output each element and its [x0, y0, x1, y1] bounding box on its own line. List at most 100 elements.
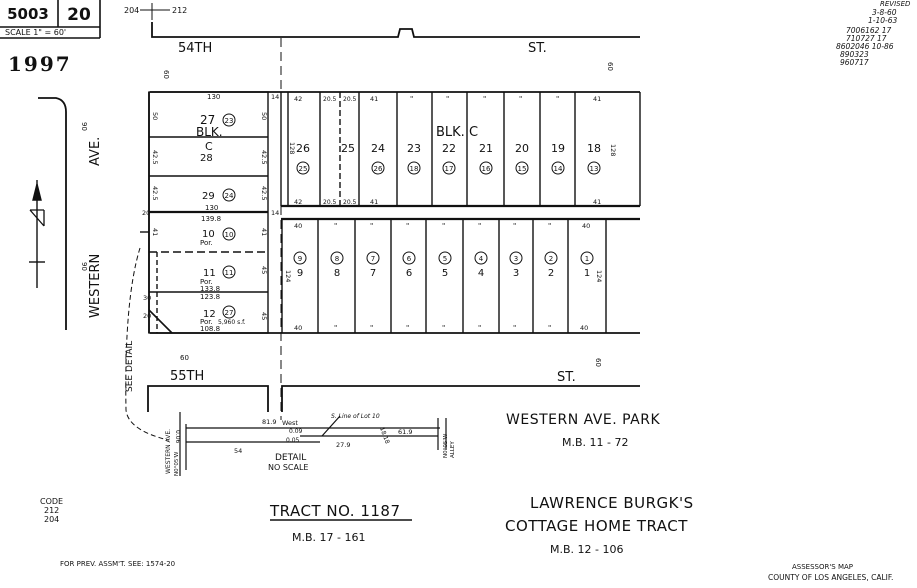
lot-26: 26 [296, 142, 310, 155]
dim-bottom: 41 [370, 198, 378, 206]
year-stamp: 1997 [8, 52, 72, 76]
dim-bottom: 42 [294, 198, 302, 206]
dim-top-ditto: " [406, 222, 409, 230]
north-lot-numbers: 26 25 24 23 22 21 20 19 18 [296, 142, 601, 155]
parcel-9: 9 [298, 255, 302, 263]
lot-5: 5 [442, 268, 448, 279]
western-ave-park-title: WESTERN AVE. PARK [506, 412, 660, 428]
code-label: CODE [40, 497, 63, 506]
lot-3: 3 [513, 268, 519, 279]
detail-dim: 0.09 [289, 428, 303, 435]
dim-top: 41 [370, 95, 378, 103]
south-lot-numbers: 9 8 7 6 5 4 3 2 1 [297, 268, 590, 279]
revision-entry: 960717 [840, 58, 869, 67]
street-width-54th-west: 60 [162, 70, 170, 79]
lot-24: 24 [371, 142, 385, 155]
blk-left-label: BLK. [196, 125, 223, 139]
dim-top-ditto: " [446, 95, 449, 103]
lot-28: 28 [200, 153, 213, 164]
dim-lot11: 133.8 [200, 285, 220, 293]
parcel-5: 5 [443, 255, 447, 263]
parcel-23: 23 [225, 117, 234, 125]
north-block-dims: 42 20.5 20.5 41 " " " " " 41 42 20.5 20.… [288, 95, 617, 206]
dim-lot29-bottom: 130 [205, 204, 218, 212]
parcel-15: 15 [518, 165, 527, 173]
street-width-western-n: 90 [80, 122, 88, 131]
dim-bottom-ditto: " [406, 324, 409, 332]
lot-21: 21 [479, 142, 493, 155]
street-width-55th-west: 60 [180, 354, 189, 362]
dim-top-ditto: " [556, 95, 559, 103]
parcel-2: 2 [549, 255, 553, 263]
assessor-map-label: ASSESSOR'S MAP [792, 563, 853, 571]
parcel-11: 11 [225, 269, 234, 277]
dim-14: 14 [271, 209, 279, 217]
dim-top: 41 [593, 95, 601, 103]
dim-side: 45 [260, 266, 268, 274]
lot-1: 1 [584, 268, 590, 279]
left-block [140, 91, 269, 334]
parcel-25: 25 [299, 165, 308, 173]
street-width-55th-east: 60 [594, 358, 602, 367]
lot-12: 12 [203, 309, 216, 320]
see-detail-label: SEE DETAIL [125, 341, 135, 392]
code-212: 212 [44, 506, 59, 515]
detail-western-ave: WESTERN AVE. [165, 429, 172, 474]
lot-10: 10 [202, 229, 215, 240]
dim-top-ditto: " [513, 222, 516, 230]
lot-12-por: Por. [200, 318, 213, 326]
revision-label: REVISED [880, 0, 911, 8]
dim-setback: 30 [143, 294, 151, 302]
map-page-number: 20 [67, 5, 91, 25]
dim-top-ditto: " [334, 222, 337, 230]
lawrence-title-1: LAWRENCE BURGK'S [530, 494, 694, 512]
detail-bearing: N0°05'W [174, 451, 180, 476]
lot-18: 18 [587, 142, 601, 155]
street-55th-suffix: ST. [557, 370, 576, 385]
lot-19: 19 [551, 142, 565, 155]
street-54th-label: 54TH [178, 41, 212, 56]
lot-9: 9 [297, 268, 303, 279]
dim-top-ditto: " [370, 222, 373, 230]
parcel-18: 18 [410, 165, 419, 173]
code-204: 204 [44, 515, 59, 524]
dim-top-ditto: " [478, 222, 481, 230]
dim-bottom: 20.5 [323, 199, 337, 206]
dim-bottom-ditto: " [442, 324, 445, 332]
dim-lot12-bottom: 108.8 [200, 325, 220, 333]
street-western-label: WESTERN [88, 254, 103, 318]
detail-dim: 27.9 [336, 441, 350, 449]
parcel-13: 13 [590, 165, 599, 173]
street-55th-label: 55TH [170, 369, 204, 384]
block-c-north [280, 92, 641, 208]
dim-side: 50 [151, 112, 159, 120]
dim-top-ditto: " [483, 95, 486, 103]
dim-bottom-ditto: " [513, 324, 516, 332]
parcel-26: 26 [374, 165, 383, 173]
dim-bottom-ditto: " [370, 324, 373, 332]
parcel-16: 16 [482, 165, 491, 173]
lot-10-por: Por. [200, 239, 213, 247]
dim-setback: 20 [143, 312, 151, 320]
detail-bearing: N0°05'W [443, 433, 449, 458]
dim-bottom: 40 [580, 324, 588, 332]
dim-depth: 128 [288, 142, 296, 154]
lot-11: 11 [203, 268, 216, 279]
dim-side: 42.5 [151, 186, 159, 200]
dim-side: 42.5 [151, 150, 159, 164]
detail-west: West [282, 419, 298, 427]
parcel-10: 10 [225, 231, 234, 239]
parcel-27: 27 [225, 309, 234, 317]
dim-side: 41 [260, 228, 268, 236]
detail-leader [125, 247, 169, 441]
parcel-6: 6 [407, 255, 412, 263]
detail-title: DETAIL [275, 453, 306, 463]
north-arrow [29, 180, 45, 288]
detail-alley: ALLEY [450, 441, 456, 458]
dim-bottom-ditto: " [548, 324, 551, 332]
street-width-western-s: 90 [80, 262, 88, 271]
lawrence-mb: M.B. 12 - 106 [550, 543, 623, 556]
tract-title: TRACT NO. 1187 [269, 502, 401, 520]
south-parcel-numbers: 9 8 7 6 5 4 3 2 1 [298, 255, 589, 263]
